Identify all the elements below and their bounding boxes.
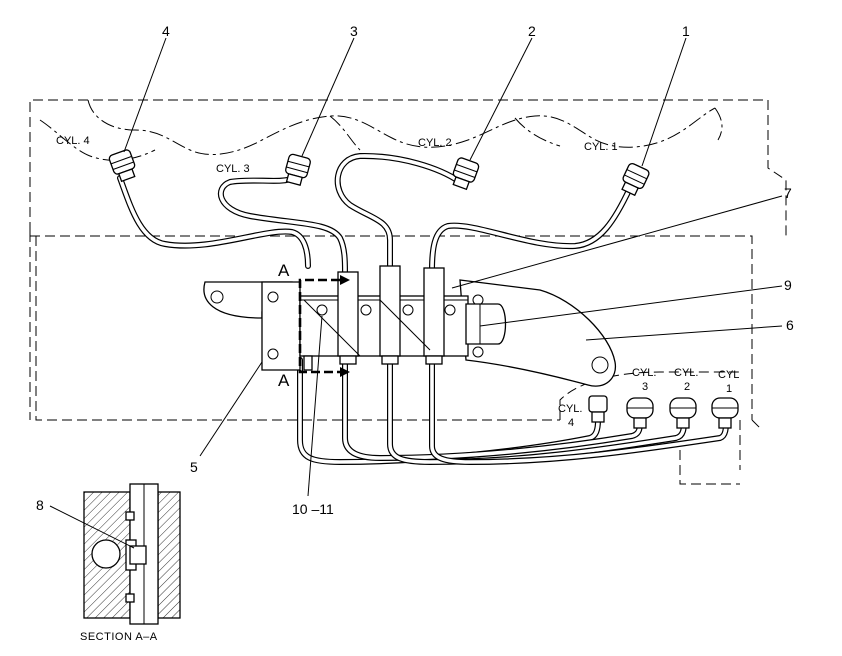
- label-top-cyl2: CYL. 2: [418, 137, 452, 149]
- callout-10-11: 10 –11: [292, 501, 334, 517]
- section-cut-line: [298, 275, 350, 377]
- section-mark-lower: A: [278, 371, 290, 390]
- callout-6: 6: [786, 317, 794, 333]
- nut-cyl-4: [108, 149, 136, 183]
- label-bottom-cyl1-prefix: CYL: [718, 369, 739, 381]
- bottom-nut-cyl-2: [669, 397, 697, 429]
- nut-cyl-2: [452, 157, 480, 191]
- label-bottom-cyl3-prefix: CYL.: [632, 367, 656, 379]
- label-bottom-cyl3-num: 3: [642, 381, 648, 393]
- nut-cyl-3: [285, 153, 311, 186]
- bottom-nut-cyl-1: [711, 397, 739, 429]
- label-bottom-cyl4-num: 4: [568, 417, 574, 429]
- nut-cyl-1: [621, 162, 650, 197]
- engine-outline: [29, 99, 787, 485]
- callout-5: 5: [190, 459, 198, 475]
- callout-8: 8: [36, 497, 44, 513]
- callout-9: 9: [784, 277, 792, 293]
- leader-lines: [49, 37, 783, 549]
- section-title: SECTION A–A: [80, 631, 158, 643]
- section-a-a-detail: [83, 483, 181, 625]
- bottom-nut-cyl-3: [626, 397, 654, 429]
- callout-2: 2: [528, 23, 536, 39]
- label-bottom-cyl2-num: 2: [684, 381, 690, 393]
- label-bottom-cyl1-num: 1: [726, 383, 732, 395]
- top-injector-nuts: [108, 149, 650, 197]
- label-top-cyl4: CYL. 4: [56, 135, 90, 147]
- fuel-lines: [117, 152, 729, 465]
- callout-4: 4: [162, 23, 170, 39]
- label-bottom-cyl2-prefix: CYL.: [674, 367, 698, 379]
- callout-1: 1: [682, 23, 690, 39]
- bottom-nut-cyl-4: [588, 395, 608, 423]
- label-top-cyl3: CYL. 3: [216, 163, 250, 175]
- callout-3: 3: [350, 23, 358, 39]
- clamp-block: [299, 265, 507, 371]
- section-mark-upper: A: [278, 261, 290, 280]
- label-bottom-cyl4-prefix: CYL.: [558, 403, 582, 415]
- bottom-injector-nuts: [588, 395, 739, 429]
- callout-7: 7: [784, 185, 792, 201]
- label-top-cyl1: CYL. 1: [584, 141, 618, 153]
